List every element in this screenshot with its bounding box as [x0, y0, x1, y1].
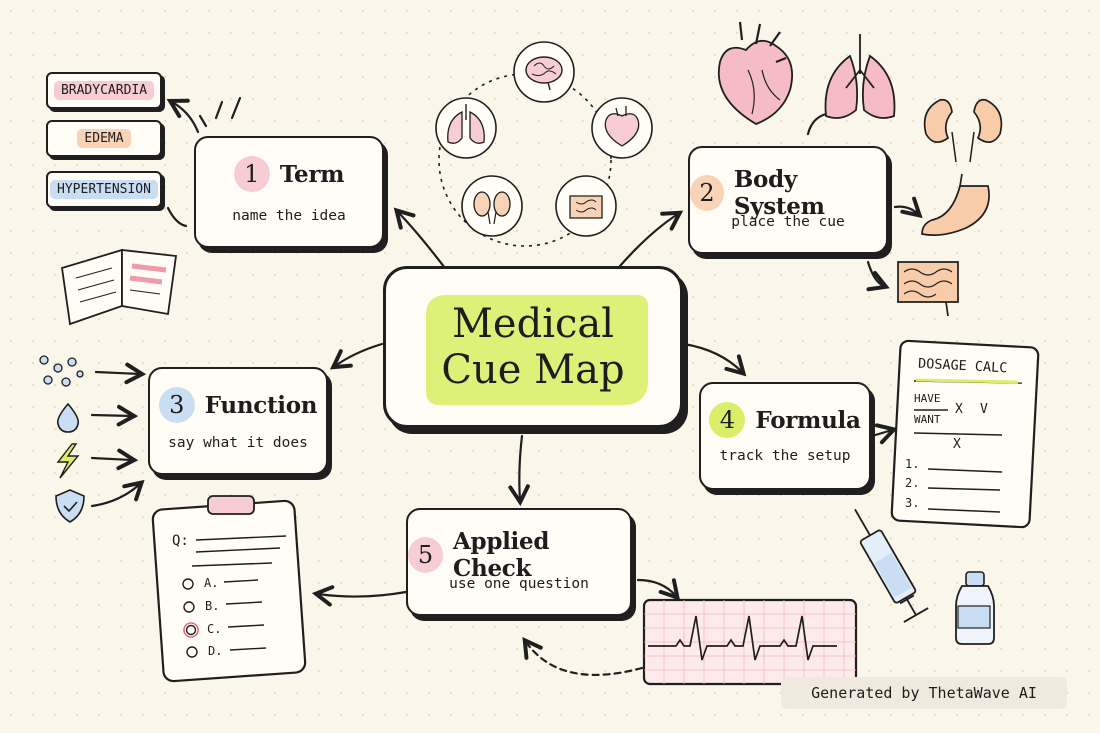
kidney-icon [923, 98, 1003, 163]
term-tag: BRADYCARDIA [46, 72, 162, 109]
node-title: Body System [733, 166, 825, 220]
heart-icon [717, 21, 794, 125]
arrow-to-body-system [618, 210, 684, 268]
term-tag: EDEMA [46, 120, 162, 157]
intestine-icon [897, 261, 959, 317]
molecule-icon [39, 355, 84, 387]
term-tag-label: HYPERTENSION [50, 180, 158, 199]
node-title: Formula [755, 406, 861, 434]
book-icon [60, 248, 178, 326]
shield-icon [55, 489, 85, 523]
dosage-want: WANT [914, 413, 941, 426]
node-title: Function [204, 391, 318, 419]
arrow-heart-link [806, 112, 828, 136]
node-number: 3 [158, 387, 195, 423]
node-number: 1 [233, 156, 270, 192]
dosage-step: 2. [905, 476, 920, 490]
stomach-icon [921, 173, 990, 236]
quiz-question: Q: [172, 533, 189, 549]
node-function: 3 Function say what it does [148, 367, 328, 475]
node-formula: 4 Formula track the setup [699, 382, 871, 490]
lungs-icon [435, 97, 497, 159]
quiz-option: C. [207, 622, 222, 636]
term-tag: HYPERTENSION [46, 171, 162, 208]
dosage-step: 1. [905, 457, 920, 471]
node-term: 1 Term name the idea [194, 136, 384, 248]
term-tag-label: EDEMA [77, 129, 131, 148]
central-title-line1: Medical [451, 301, 615, 347]
dosage-times: X [955, 402, 963, 417]
quiz-option: D. [208, 644, 223, 658]
ecg-icon [642, 598, 858, 686]
arrow-check-to-ecg [636, 578, 681, 601]
arrow-to-function [329, 342, 384, 370]
dosage-v: V [980, 402, 988, 417]
connector-arrows [90, 98, 923, 676]
intestine-icon [555, 175, 617, 237]
node-subtitle: name the idea [232, 208, 346, 224]
dosage-step: 3. [905, 496, 920, 510]
heart-icon [591, 97, 653, 159]
central-title-line2: Cue Map [441, 347, 625, 393]
arrow-to-applied-check [508, 434, 530, 507]
node-subtitle: track the setup [719, 448, 851, 464]
dosage-have: HAVE [914, 392, 941, 405]
node-number: 2 [690, 175, 724, 211]
arrow-to-formula [682, 342, 747, 377]
node-subtitle: place the cue [731, 214, 845, 230]
arrow-check-to-quiz [311, 585, 408, 607]
brain-icon [513, 41, 575, 103]
central-topic: Medical Cue Map [383, 266, 683, 428]
node-subtitle: use one question [449, 576, 589, 592]
arrow-body-to-stomach [893, 196, 923, 219]
kidney-icon [461, 175, 523, 237]
organ-ring [435, 41, 653, 247]
node-title: Term [279, 160, 345, 188]
quiz-option: A. [204, 576, 219, 590]
node-number: 4 [709, 402, 746, 438]
lungs-icon [824, 34, 896, 119]
node-title: Applied Check [453, 528, 550, 582]
arrow-to-term [393, 207, 450, 274]
clipboard-icon [151, 495, 307, 683]
lightning-icon [56, 443, 80, 479]
arrow-term-to-tags [166, 98, 200, 134]
credit-label: Generated by ThetaWave AI [781, 677, 1067, 709]
arrow-formula-to-calc [870, 423, 898, 445]
vial-icon [955, 571, 995, 645]
node-subtitle: say what it does [168, 435, 308, 451]
arrow-tags-link [166, 206, 188, 228]
syringe-icon [854, 508, 929, 623]
node-number: 5 [408, 537, 444, 573]
arrow-body-to-intestine [866, 260, 890, 292]
highlight [426, 295, 648, 405]
quiz-option: B. [205, 599, 220, 613]
droplet-icon [56, 402, 80, 433]
dosage-calc-card [890, 339, 1040, 529]
central-title: Medical Cue Map [386, 301, 680, 393]
arrow-ecg-back [522, 636, 644, 676]
dosage-times: X [953, 437, 961, 452]
term-tag-label: BRADYCARDIA [53, 81, 155, 100]
